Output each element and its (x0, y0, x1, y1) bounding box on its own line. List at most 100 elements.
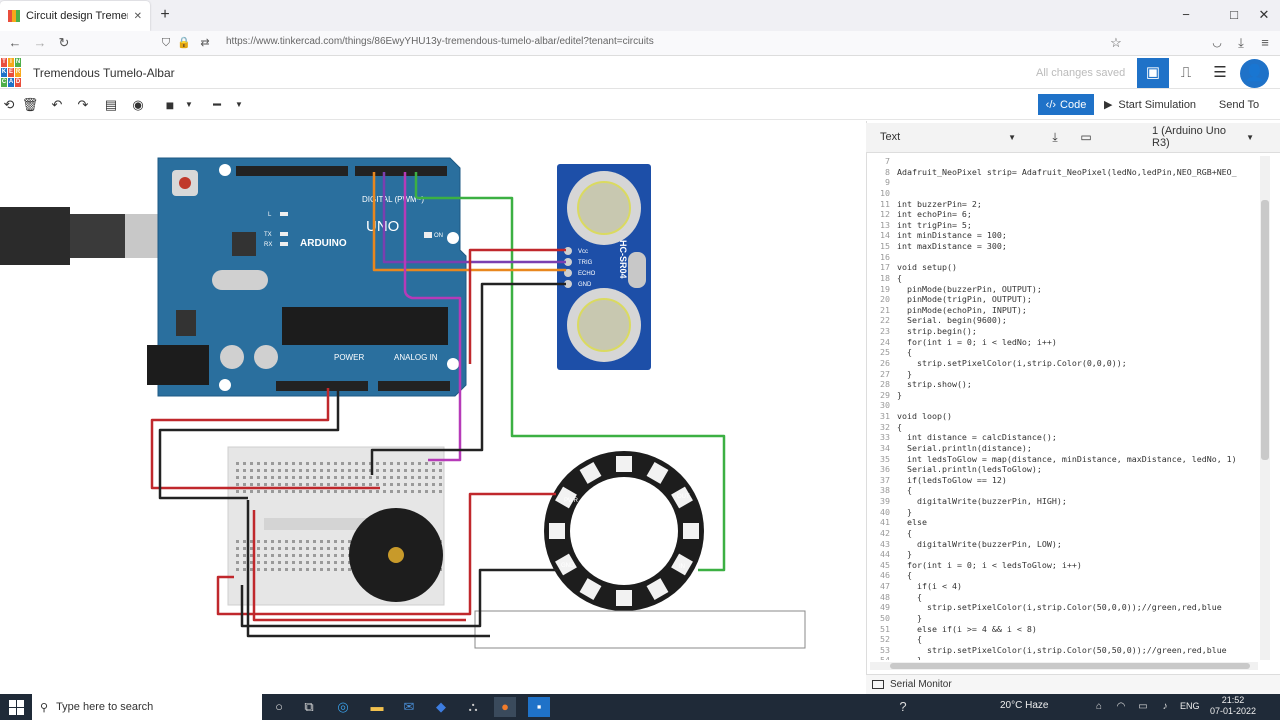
wire-red-buzzer[interactable] (252, 510, 466, 622)
volume-icon[interactable]: ♪ (1162, 701, 1168, 712)
component-list-button[interactable]: ☰ (1204, 58, 1236, 88)
code-line[interactable]: 40 } (870, 507, 1258, 518)
send-to-button[interactable]: Send To (1212, 94, 1266, 115)
code-line[interactable]: 7 (870, 156, 1258, 167)
neopixel-ring[interactable] (544, 451, 704, 611)
dropbox-icon[interactable]: ◆ (436, 699, 446, 714)
code-line[interactable]: 36 Serial.println(ledsToGlow); (870, 464, 1258, 475)
code-line[interactable]: 47 if(i < 4) (870, 581, 1258, 592)
arduino-uno-board[interactable] (147, 157, 467, 397)
weather-widget[interactable]: 20°C Haze (1000, 700, 1049, 711)
mail-icon[interactable]: ✉ (403, 699, 415, 714)
code-line[interactable]: 33 int distance = calcDistance(); (870, 432, 1258, 443)
code-line[interactable]: 32{ (870, 422, 1258, 433)
circuit-view-button[interactable]: ▣ (1137, 58, 1169, 88)
code-line[interactable]: 27 } (870, 369, 1258, 380)
code-line[interactable]: 10 (870, 188, 1258, 199)
project-title[interactable]: Tremendous Tumelo-Albar (33, 66, 175, 80)
piezo-buzzer[interactable] (349, 508, 443, 602)
code-line[interactable]: 22 Serial. begin(9600); (870, 315, 1258, 326)
code-line[interactable]: 42 { (870, 528, 1258, 539)
code-mode-select[interactable]: Text▼ (870, 126, 1026, 148)
code-line[interactable]: 20 pinMode(trigPin, OUTPUT); (870, 294, 1258, 305)
lock-icon[interactable]: 🔒 (177, 37, 191, 49)
battery-icon[interactable]: ▭ (1138, 701, 1148, 712)
code-line[interactable]: 24 for(int i = 0; i < ledNo; i++) (870, 337, 1258, 348)
code-line[interactable]: 49 strip.setPixelColor(i,strip.Color(50,… (870, 602, 1258, 613)
code-line[interactable]: 9 (870, 177, 1258, 188)
downloads-icon[interactable]: ⤓ (1238, 35, 1244, 50)
notes-icon[interactable]: ▤ (104, 97, 118, 112)
ultrasonic-sensor[interactable] (557, 164, 651, 370)
firefox-icon[interactable]: ● (494, 697, 516, 717)
code-line[interactable]: 29} (870, 390, 1258, 401)
menu-icon[interactable]: ≡ (1261, 35, 1269, 50)
close-tab-icon[interactable]: ✕ (133, 10, 142, 22)
code-horizontal-scroll-thumb[interactable] (890, 663, 1250, 669)
minimize-button[interactable]: − (1182, 7, 1190, 22)
wire-black-gnd[interactable] (480, 282, 566, 425)
wire-green[interactable] (414, 172, 726, 572)
browser-tab[interactable]: Circuit design Tremendous Tum ✕ (0, 1, 150, 31)
code-line[interactable]: 39 digitalWrite(buzzerPin, HIGH); (870, 496, 1258, 507)
wire-orange[interactable] (372, 172, 566, 272)
wire-red-ring[interactable] (216, 492, 556, 616)
wire-purple[interactable] (382, 172, 566, 264)
code-line[interactable]: 30 (870, 400, 1258, 411)
maximize-button[interactable]: □ (1230, 7, 1238, 22)
color-picker-button[interactable]: ■ (165, 97, 175, 113)
reload-icon[interactable]: ↻ (58, 35, 70, 50)
task-view-icon[interactable]: ⧉ (304, 699, 314, 714)
code-line[interactable]: 44 } (870, 549, 1258, 560)
rotate-icon[interactable]: ⟲ (3, 97, 15, 112)
wire-type-button[interactable]: ━ (213, 97, 221, 112)
code-line[interactable]: 25 { (870, 347, 1258, 358)
code-line[interactable]: 51 else if(i >= 4 && i < 8) (870, 624, 1258, 635)
visibility-icon[interactable]: ◉ (132, 97, 144, 112)
forward-icon[interactable]: → (33, 35, 47, 50)
code-line[interactable]: 18{ (870, 273, 1258, 284)
code-line[interactable]: 35 int ledsToGlow = map(distance, minDis… (870, 454, 1258, 465)
code-line[interactable]: 53 strip.setPixelColor(i,strip.Color(50,… (870, 645, 1258, 656)
schematic-view-button[interactable]: ⎍ (1170, 58, 1202, 88)
code-line[interactable]: 43 digitalWrite(buzzerPin, LOW); (870, 539, 1258, 550)
wire-black-buzzer[interactable] (246, 500, 490, 638)
store-icon[interactable]: ⛬ (468, 699, 478, 714)
wire-red-5v[interactable] (150, 388, 330, 490)
wire-magenta[interactable] (403, 172, 462, 462)
circuit-canvas[interactable]: DIGITAL (PWM~) ARDUINO UNO POWER ANALOG … (0, 121, 866, 694)
code-line[interactable]: 26 strip.setPixelColor(i,strip.Color(0,0… (870, 358, 1258, 369)
cortana-icon[interactable]: ○ (275, 699, 283, 714)
edge-icon[interactable]: ◎ (337, 699, 349, 714)
code-line[interactable]: 46 { (870, 570, 1258, 581)
wires[interactable] (150, 172, 726, 638)
code-line[interactable]: 48 { (870, 592, 1258, 603)
circuit-drawing[interactable]: DIGITAL (PWM~) ARDUINO UNO POWER ANALOG … (0, 121, 866, 694)
wire-black-gnd2[interactable] (158, 388, 340, 500)
code-line[interactable]: 52 { (870, 634, 1258, 645)
delete-icon[interactable]: 🗑 (21, 97, 39, 112)
back-icon[interactable]: ← (8, 35, 22, 50)
code-line[interactable]: 21 pinMode(echoPin, INPUT); (870, 305, 1258, 316)
permissions-icon[interactable]: ⇄ (200, 37, 210, 49)
code-line[interactable]: 23 strip.begin(); (870, 326, 1258, 337)
new-tab-button[interactable]: + (160, 6, 170, 23)
chevron-down-icon[interactable]: ▼ (235, 100, 243, 109)
bookmark-star-icon[interactable]: ☆ (1110, 35, 1122, 50)
wire-black-ring[interactable] (240, 568, 558, 628)
app-icon[interactable]: ▪ (528, 697, 550, 717)
wire-red-vcc[interactable] (468, 248, 566, 364)
close-window-button[interactable]: ✕ (1258, 7, 1270, 22)
code-line[interactable]: 50 } (870, 613, 1258, 624)
start-simulation-button[interactable]: ▶Start Simulation (1100, 94, 1200, 115)
